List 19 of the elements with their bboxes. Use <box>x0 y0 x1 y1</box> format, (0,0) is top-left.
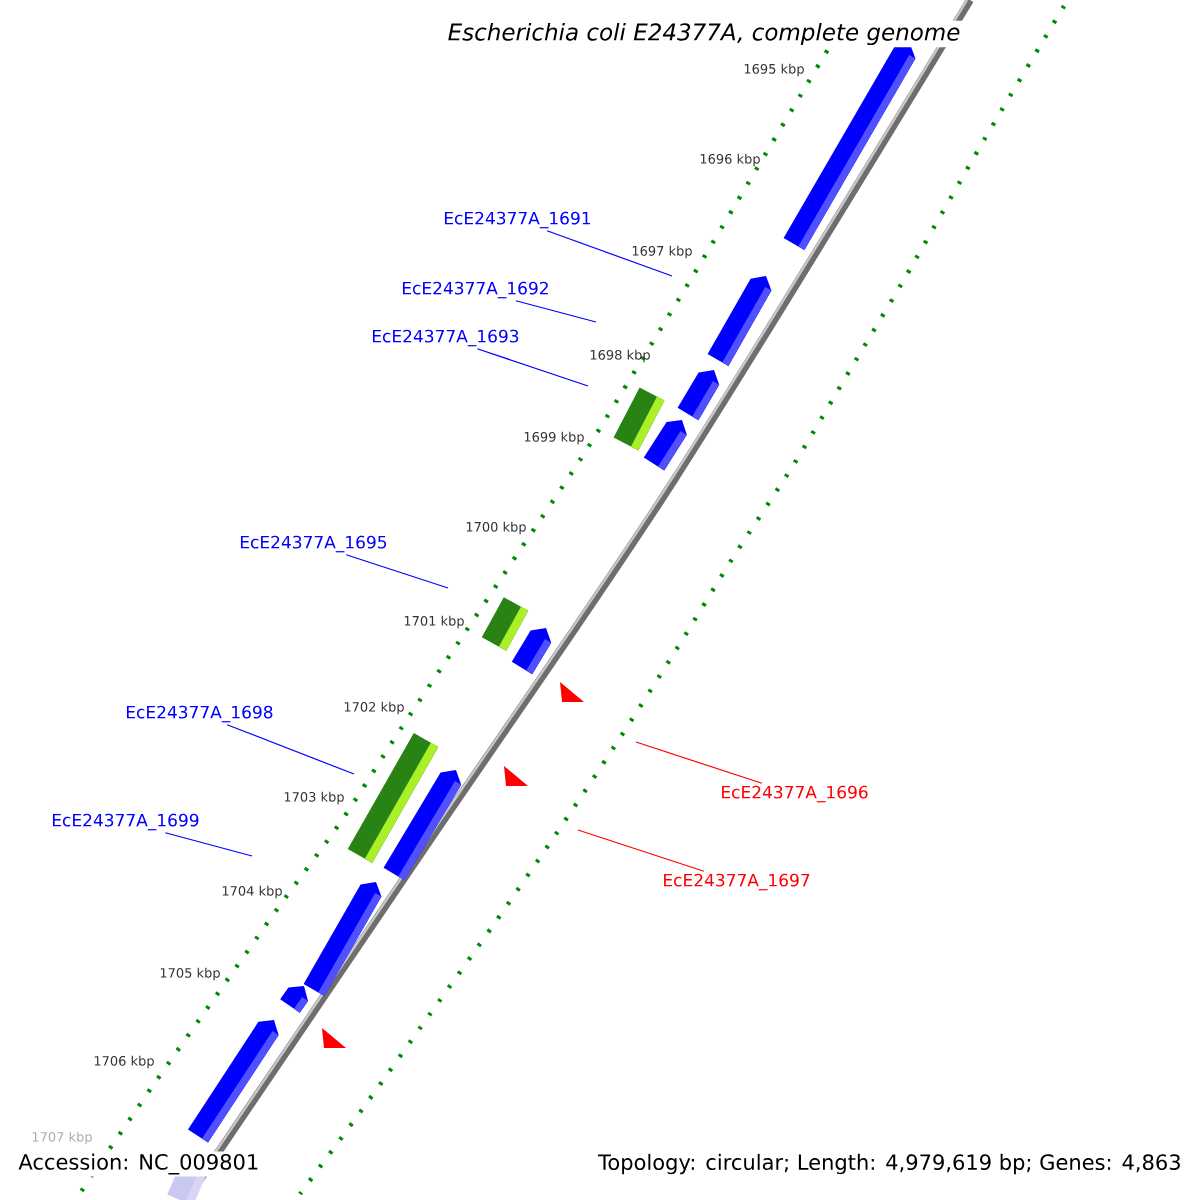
gene-label: EcE24377A_1693 <box>372 329 519 347</box>
gene-label: EcE24377A_1698 <box>126 705 273 723</box>
genome-info-text: Topology: circular; Length: 4,979,619 bp; Genes: 4,863 <box>596 1151 1184 1177</box>
title: Escherichia coli E24377A, complete genome <box>445 20 963 48</box>
gene-label: EcE24377A_1695 <box>240 535 387 553</box>
accession-text: Accession: NC_009801 <box>16 1151 262 1177</box>
gene-label: EcE24377A_1696 <box>722 785 868 803</box>
gene-label: EcE24377A_1692 <box>402 281 548 299</box>
gene-label: EcE24377A_1691 <box>444 211 590 229</box>
gene-label: EcE24377A_1699 <box>52 813 199 831</box>
leader-line <box>226 724 355 775</box>
leader-line <box>345 554 449 589</box>
gene-label: EcE24377A_1697 <box>664 873 810 891</box>
leader-line <box>164 832 253 857</box>
leader-line <box>635 741 763 784</box>
leader-line <box>577 829 705 872</box>
leader-line <box>476 348 589 387</box>
leader-line <box>515 300 597 323</box>
leader-line <box>546 230 673 277</box>
